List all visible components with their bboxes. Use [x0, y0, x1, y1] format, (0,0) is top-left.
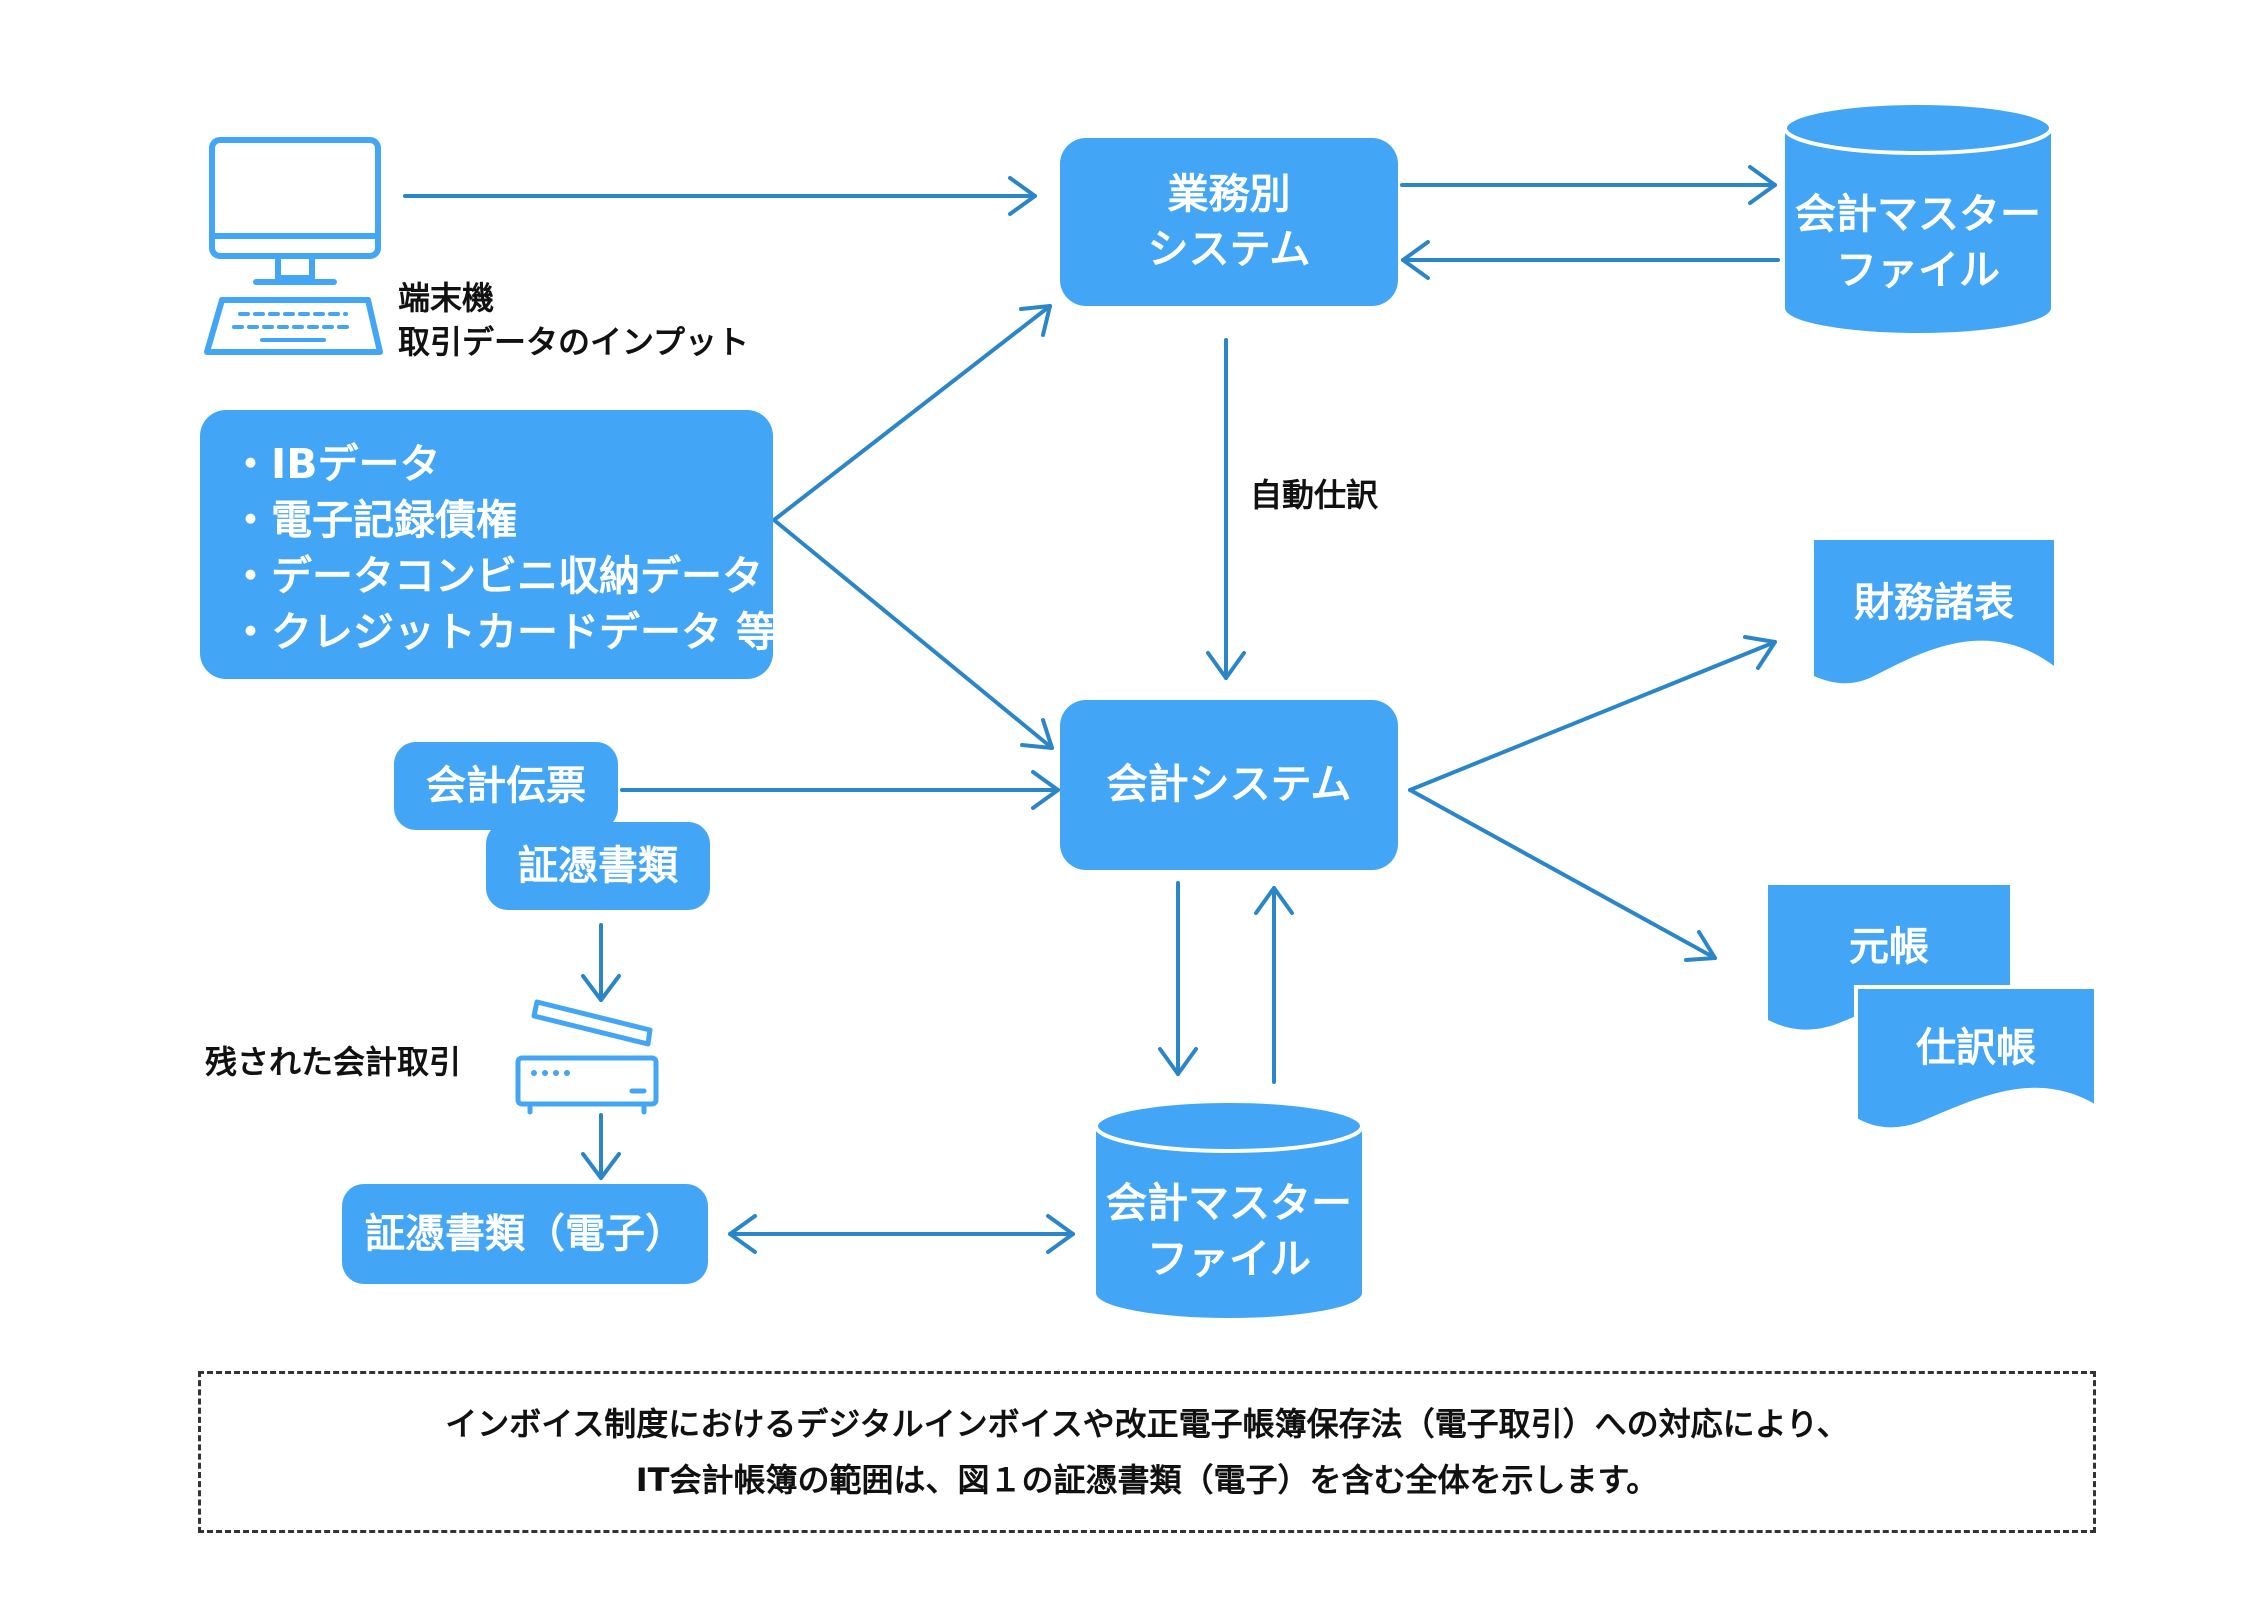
zaimu-document-shape [1814, 540, 2054, 684]
denpyo-box: 会計伝票 [394, 742, 618, 830]
arrow-denpyo-to-kaikei [620, 770, 1060, 810]
arrow-kaikei-to-motocho [1408, 788, 1717, 962]
scanner-icon [515, 999, 659, 1115]
arrow-ib-to-gyomu [772, 304, 1052, 522]
kaikei-system-box: 会計システム [1060, 700, 1398, 870]
ib-item: ・電子記録債権 [230, 496, 517, 544]
arrow-master-bottom-to-kaikei [1254, 886, 1294, 1084]
arrow-scanner-to-shohyo-denshi [581, 1113, 621, 1180]
denpyo-label: 会計伝票 [426, 763, 586, 809]
motocho-document-shape [1768, 885, 2010, 1030]
shiwakecho-label: 仕訳帳 [1916, 1025, 2036, 1071]
arrow-shohyo-denshi-master-bidirectional [728, 1214, 1075, 1254]
note-line1: インボイス制度におけるデジタルインボイスや改正電子帳簿保存法（電子取引）への対応… [445, 1405, 1849, 1443]
ib-data-box: ・IBデータ ・電子記録債権 ・データコンビニ収納データ ・クレジットカードデー… [200, 410, 778, 679]
note-line2: IT会計帳簿の範囲は、図１の証憑書類（電子）を含む全体を示します。 [635, 1461, 1659, 1499]
master-top-line1: 会計マスター [1795, 190, 2041, 238]
arrow-shohyo-to-scanner [581, 923, 621, 1002]
terminal-caption: 端末機 取引データのインプット [398, 276, 749, 364]
arrow-ib-to-kaikei [772, 518, 1054, 750]
master-bottom-line2: ファイル [1147, 1235, 1311, 1283]
master-top-line2: ファイル [1836, 246, 2000, 294]
computer-icon [204, 137, 383, 355]
gyomu-line2: システム [1147, 225, 1311, 273]
shohyo-denshi-label: 証憑書類（電子） [365, 1211, 685, 1257]
zaimu-label: 財務諸表 [1854, 580, 2014, 626]
arrow-kaikei-to-master-bottom [1158, 881, 1198, 1076]
master-file-cylinder-top [1783, 101, 2053, 333]
gyomu-line1: 業務別 [1167, 169, 1291, 218]
master-bottom-line1: 会計マスター [1106, 1179, 1352, 1227]
arrow-gyomu-to-kaikei [1206, 338, 1246, 680]
arrow-master-to-gyomu [1401, 240, 1780, 280]
shohyo-label: 証憑書類 [518, 843, 678, 889]
kaikei-system-label: 会計システム [1106, 760, 1352, 809]
ib-item: ・IBデータ [230, 440, 441, 488]
remaining-transactions-label: 残された会計取引 [205, 1043, 462, 1081]
arrow-gyomu-to-master [1400, 165, 1777, 205]
master-file-bottom-label: 会計マスター ファイル [1096, 1175, 1362, 1287]
note-box: インボイス制度におけるデジタルインボイスや改正電子帳簿保存法（電子取引）への対応… [198, 1371, 2096, 1533]
gyomu-system-box: 業務別 システム [1060, 138, 1398, 306]
arrow-kaikei-to-zaimu [1408, 635, 1777, 792]
shohyo-denshi-box: 証憑書類（電子） [342, 1184, 708, 1284]
ib-item: ・クレジットカードデータ 等 [230, 608, 778, 656]
terminal-input-label: 取引データのインプット [398, 323, 750, 361]
terminal-label: 端末機 [398, 279, 495, 317]
auto-journal-label: 自動仕訳 [1250, 476, 1379, 514]
shohyo-box: 証憑書類 [486, 822, 710, 910]
arrow-terminal-to-gyomu [403, 176, 1037, 216]
master-file-top-label: 会計マスター ファイル [1785, 186, 2051, 298]
motocho-label: 元帳 [1849, 924, 1929, 970]
master-file-cylinder-bottom [1094, 1099, 1364, 1318]
ib-item: ・データコンビニ収納データ [230, 552, 763, 600]
shiwakecho-document-shape [1854, 985, 2098, 1132]
